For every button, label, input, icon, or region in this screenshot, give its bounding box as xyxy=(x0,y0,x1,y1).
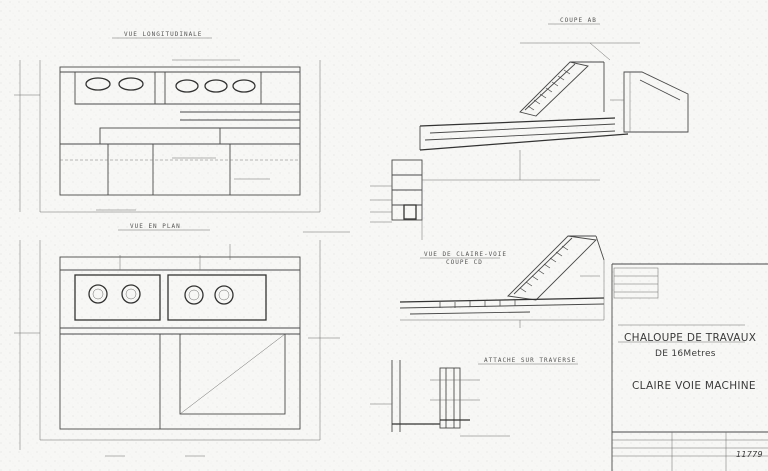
section-cd: VUE DE CLAIRE-VOIE COUPE CD xyxy=(399,235,605,328)
title-block: CHALOUPE DE TRAVAUX DE 16Metres CLAIRE V… xyxy=(611,263,768,471)
section-ab: COUPE AB xyxy=(370,17,689,240)
plan-view: VUE EN PLAN xyxy=(14,223,350,457)
longitudinal-view-title: VUE LONGITUDINALE xyxy=(124,31,202,38)
longitudinal-view: VUE LONGITUDINALE xyxy=(14,31,321,213)
attachment-detail: ATTACHE SUR TRAVERSE xyxy=(370,357,578,437)
section-ab-title: COUPE AB xyxy=(560,17,597,24)
title-line-1: CHALOUPE DE TRAVAUX xyxy=(624,332,756,344)
plan-view-title: VUE EN PLAN xyxy=(130,223,181,230)
drawing-number: 11779 xyxy=(736,450,763,459)
section-cd-title-a: VUE DE CLAIRE-VOIE xyxy=(424,251,507,258)
section-cd-title-b: COUPE CD xyxy=(446,259,483,266)
title-line-2: DE 16Metres xyxy=(655,349,716,359)
attachment-detail-title: ATTACHE SUR TRAVERSE xyxy=(484,357,576,364)
title-line-3: CLAIRE VOIE MACHINE xyxy=(632,380,756,392)
